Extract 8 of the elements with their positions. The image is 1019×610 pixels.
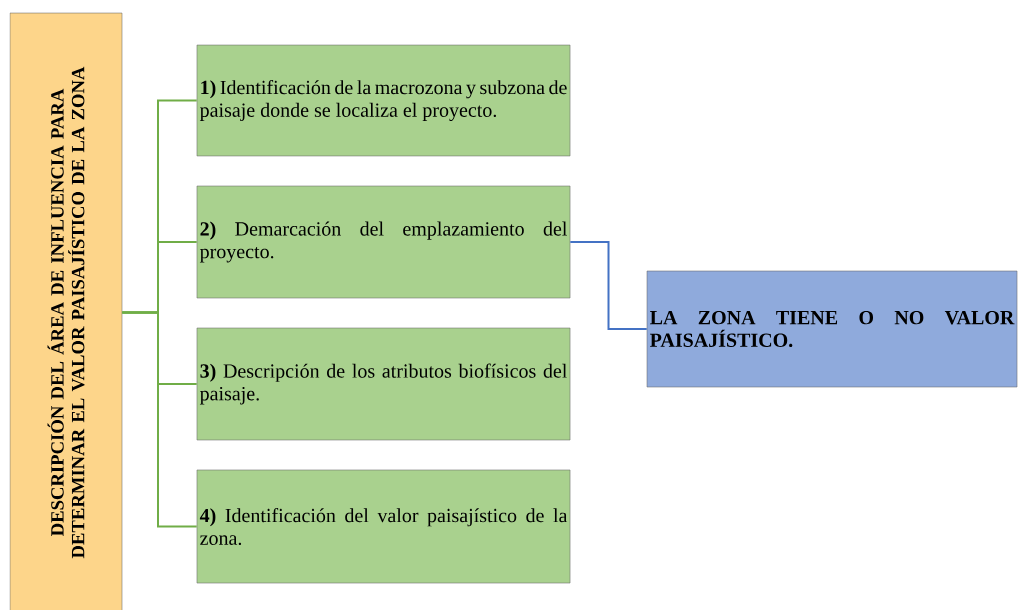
connector — [121, 311, 198, 528]
title-box: DESCRIPCIÓN DEL ÁREA DE INFLUENCIA PARA DETERMINAR EL VALOR PAISAJÍSTICO DE LA ZONA — [9, 12, 123, 610]
step-box: 3) Descripción de los atributos biofísicos del paisaje. — [196, 327, 571, 441]
step-box: 1) Identificación de la macrozona y subzona de paisaje donde se localiza el proyecto. — [196, 44, 571, 157]
step-box: 2) Demarcación del emplazamiento del proyecto. — [196, 185, 571, 299]
connector — [569, 241, 648, 330]
result-box: LA ZONA TIENE O NO VALOR PAISAJÍSTICO. — [646, 270, 1018, 388]
step-box: 4) Identificación del valor paisajístico de la zona. — [196, 469, 571, 584]
